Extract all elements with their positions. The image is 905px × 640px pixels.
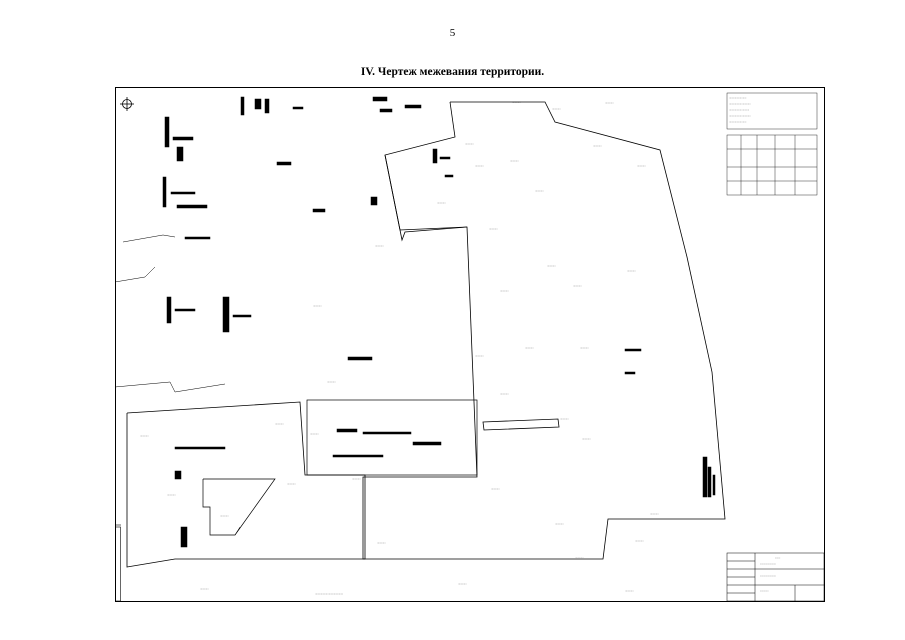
- svg-text:::::::::::::: ::::::::::::: [573, 285, 582, 288]
- svg-text:::::::::::::: ::::::::::::: [635, 540, 644, 543]
- svg-text:::::::::::::: ::::::::::::: [489, 228, 498, 231]
- svg-text:::::::::::::: ::::::::::::: [465, 143, 474, 146]
- svg-text:::::::::::::: ::::::::::::: [500, 290, 509, 293]
- svg-text:::::::::::::: ::::::::::::: [458, 583, 467, 586]
- svg-text:::::::::::::: ::::::::::::: [560, 418, 569, 421]
- svg-text:::::::::::::: ::::::::::::: [637, 165, 646, 168]
- svg-text:::::::::::::: ::::::::::::: [593, 145, 602, 148]
- bottom-notes: :::::::::::::::::::::::::::::::::::::::: [315, 593, 343, 596]
- svg-text:::::::::::::: ::::::::::::: [475, 165, 484, 168]
- svg-text:::::::::: ::::::::: [775, 557, 781, 560]
- existing-buildings: [162, 96, 716, 548]
- legend-block: :::::::::::::::::::::::: :::::::::::::::…: [726, 92, 818, 130]
- binding-strip: [115, 526, 121, 602]
- svg-text:::::::::::::: ::::::::::::: [552, 108, 561, 111]
- survey-plan-drawing: :::::::::::: :::::::::::: :::::::::::: :…: [115, 87, 825, 602]
- svg-text:::::::::::::: ::::::::::::: [313, 305, 322, 308]
- svg-text:::::::::::::::::::::::::: ::::::::::::::::::::::::: [729, 121, 747, 124]
- svg-text:::::::::::::: ::::::::::::: [437, 202, 446, 205]
- svg-text:::::::::::::: ::::::::::::: [547, 265, 556, 268]
- svg-text:::::::::::::: ::::::::::::: [140, 435, 149, 438]
- parcel-z-shape: [202, 478, 276, 536]
- svg-text:::::::::::::::::::::::::::::: ::::::::::::::::::::::::::::: [729, 109, 749, 112]
- page-number: 5: [449, 27, 456, 39]
- territory-boundary-main: [362, 101, 726, 560]
- svg-text:::::::::::::: ::::::::::::: [475, 355, 484, 358]
- parcel-table: [726, 134, 818, 196]
- svg-text:::::::::::::::::::::::::: ::::::::::::::::::::::::: [729, 97, 747, 100]
- coordinate-labels: :::::::::::: :::::::::::: :::::::::::: :…: [140, 101, 659, 593]
- page-title: IV. Чертеж межевания территории.: [360, 66, 545, 78]
- svg-text:::::::::::::: ::::::::::::: [650, 513, 659, 516]
- svg-text:::::::::::::: ::::::::::::: [220, 515, 229, 518]
- svg-text::::::::::::::: :::::::::::::: [760, 590, 769, 593]
- svg-text:::::::::::::: ::::::::::::: [512, 101, 521, 104]
- compass-rose-icon: [120, 97, 134, 111]
- svg-text:::::::::::::: ::::::::::::: [275, 423, 284, 426]
- svg-text:::::::::::::: ::::::::::::: [555, 523, 564, 526]
- svg-text:::::::::::::: ::::::::::::: [580, 347, 589, 350]
- parcel-rect-center: [306, 399, 478, 476]
- svg-text:::::::::::::: ::::::::::::: [535, 190, 544, 193]
- svg-text:::::::::::::: ::::::::::::: [500, 393, 509, 396]
- svg-text:::::::::::::: ::::::::::::: [605, 102, 614, 105]
- svg-text:::::::::::::: ::::::::::::: [167, 494, 176, 497]
- svg-text:::::::::::::::::::::::::: ::::::::::::::::::::::::: [760, 575, 776, 578]
- svg-text:::::::::::::: ::::::::::::: [200, 588, 209, 591]
- svg-text:::::::::::::: ::::::::::::: [375, 245, 384, 248]
- svg-text:::::::::::::::::::::::::::::::: ::::::::::::::::::::::::::::::: [729, 103, 751, 106]
- svg-text:::::::::::::: ::::::::::::: [575, 557, 584, 560]
- parcel-slanted-bar: [482, 418, 560, 431]
- svg-text:::::::::::::: ::::::::::::: [327, 381, 336, 384]
- svg-text:::::::::::::: ::::::::::::: [287, 483, 296, 486]
- svg-text:::::::::::::: ::::::::::::: [491, 488, 500, 491]
- svg-text:::::::::::::: ::::::::::::: [352, 478, 361, 481]
- svg-text:::::::::::::: ::::::::::::: [377, 542, 386, 545]
- territory-boundary-left: [126, 401, 366, 568]
- drawing-frame: [115, 87, 825, 602]
- svg-text:::::::::::::: ::::::::::::: [310, 433, 319, 436]
- svg-text:::::::::::::: ::::::::::::: [625, 590, 634, 593]
- svg-text:::::::::::::: ::::::::::::: [627, 270, 636, 273]
- title-block: [726, 552, 825, 602]
- svg-text:::::::::::::: ::::::::::::: [525, 347, 534, 350]
- svg-text:::::::::::::::::::::::::: ::::::::::::::::::::::::: [760, 563, 776, 566]
- svg-text:::::::::::::: ::::::::::::: [510, 160, 519, 163]
- svg-text:::::::::::::::::::::::::::::::: ::::::::::::::::::::::::::::::: [729, 115, 751, 118]
- svg-text:::::::::::::::::::::::::::::::: :::::::::::::::::::::::::::::::::::::::: [315, 593, 343, 596]
- svg-text:::::::::::::: ::::::::::::: [582, 438, 591, 441]
